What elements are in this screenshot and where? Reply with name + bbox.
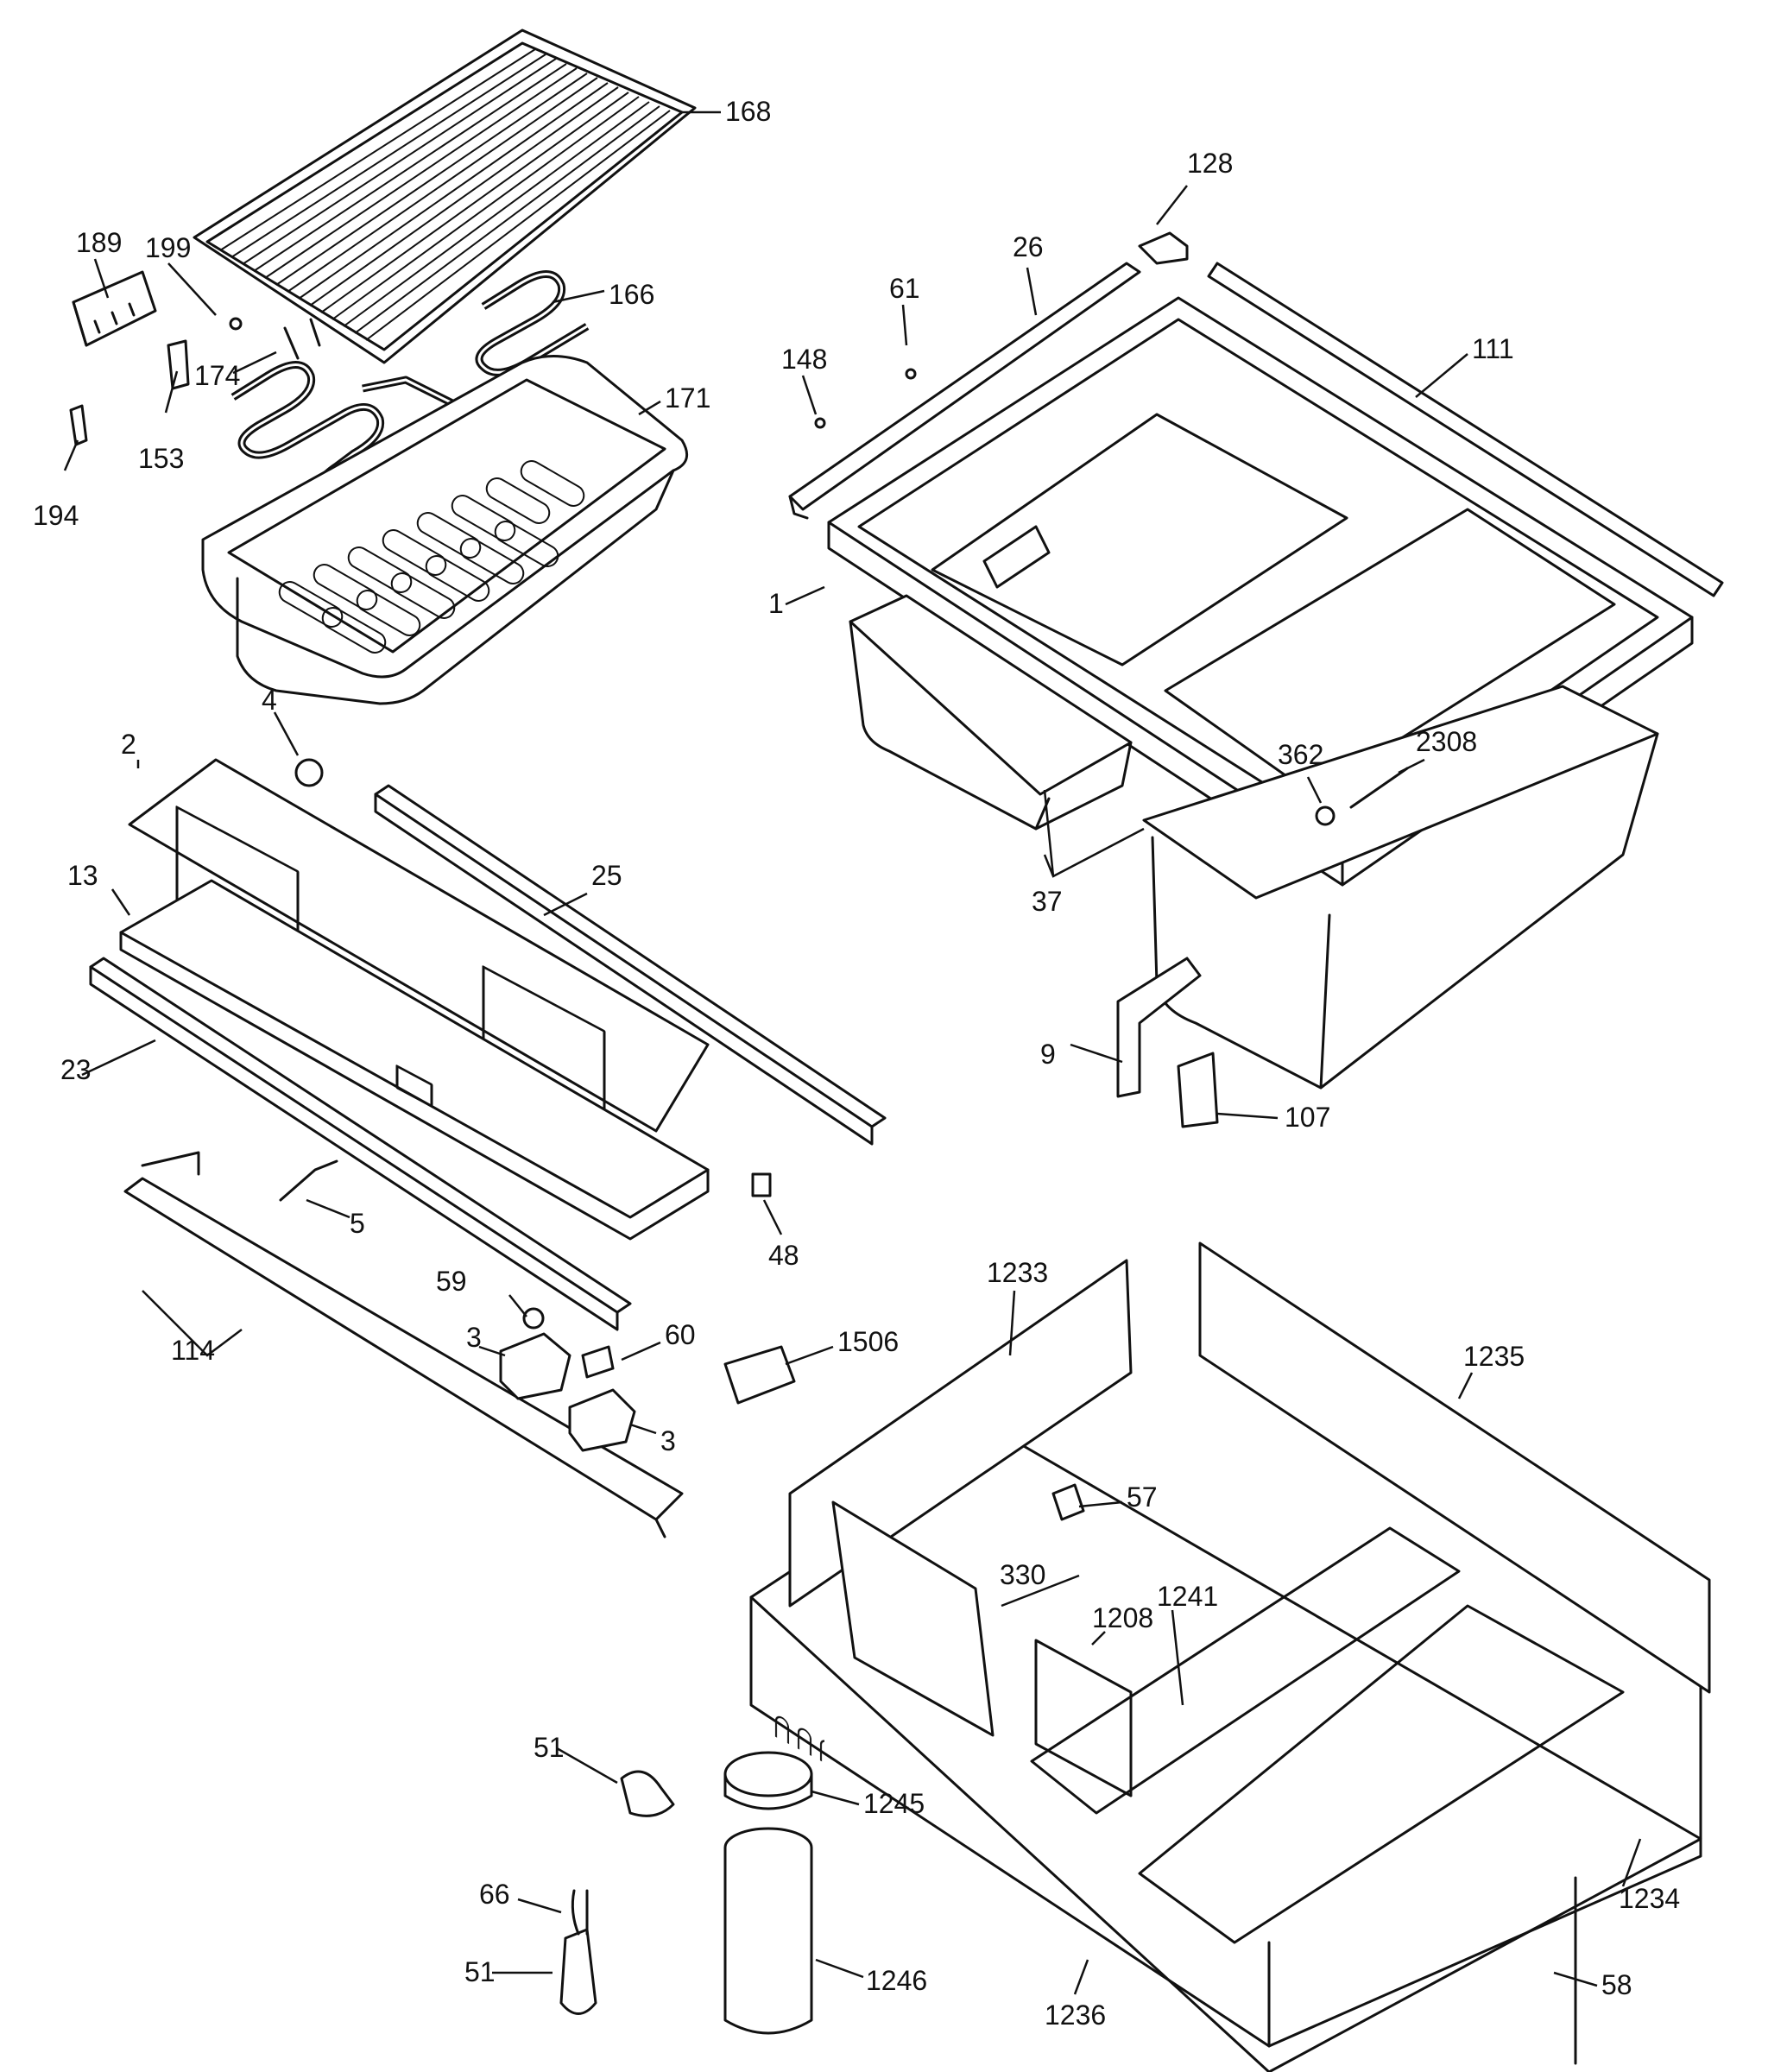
callout-107: 107 [1285, 1102, 1330, 1133]
callout-61: 61 [889, 273, 920, 304]
callout-1245: 1245 [863, 1788, 925, 1819]
leader-lines [63, 111, 1642, 1995]
bowl-left-37 [849, 594, 1133, 831]
panel-13 [119, 879, 710, 1241]
callout-199: 199 [145, 232, 191, 263]
grommet-362 [1315, 805, 1336, 826]
callout-labels: 168 189 199 166 174 153 171 194 128 26 6… [33, 96, 1680, 2031]
rail-25 [374, 784, 887, 1146]
callout-66: 66 [479, 1879, 510, 1910]
callout-166: 166 [609, 279, 654, 310]
callout-60: 60 [665, 1319, 696, 1350]
cap-1245 [723, 1751, 813, 1810]
callout-2308: 2308 [1416, 726, 1477, 757]
jar-1246 [723, 1827, 813, 2035]
callout-59: 59 [436, 1266, 467, 1297]
callout-23: 23 [60, 1054, 92, 1085]
clip-48 [751, 1172, 772, 1197]
screw-2308 [1349, 767, 1409, 809]
callout-13: 13 [67, 860, 98, 891]
screw-199 [229, 317, 243, 331]
cabinet-box [749, 1241, 1711, 2072]
trim-strip-26 [788, 262, 1141, 520]
callout-114: 114 [171, 1335, 215, 1366]
callout-51-upper: 51 [534, 1732, 565, 1763]
callout-189: 189 [76, 227, 122, 258]
callout-3-upper: 3 [466, 1322, 482, 1353]
callout-1235: 1235 [1463, 1341, 1525, 1372]
switch-3a [499, 1332, 571, 1400]
corner-128 [1138, 231, 1189, 265]
callout-51-lower: 51 [464, 1956, 496, 1987]
callout-1234: 1234 [1619, 1883, 1680, 1914]
callout-9: 9 [1040, 1039, 1056, 1070]
switch-3b [568, 1388, 636, 1452]
drip-pan [201, 355, 689, 705]
callout-1246: 1246 [866, 1965, 927, 1996]
callout-2: 2 [121, 729, 136, 760]
bracket-153 [167, 339, 190, 390]
knob-4 [294, 758, 324, 787]
callout-1208: 1208 [1092, 1602, 1153, 1633]
connector-1506 [723, 1345, 796, 1405]
plate-60 [581, 1345, 615, 1379]
callout-111: 111 [1472, 333, 1514, 364]
bowl-right-37 [1142, 685, 1659, 1090]
callout-1506: 1506 [837, 1326, 899, 1357]
connector-194 [69, 404, 88, 446]
bracket-51a [620, 1770, 675, 1817]
rail-23 [89, 957, 632, 1331]
callout-171: 171 [665, 382, 710, 414]
callout-1236: 1236 [1045, 1999, 1106, 2031]
screw-148 [814, 417, 826, 429]
callout-4: 4 [262, 685, 277, 716]
panel-2 [128, 758, 710, 1133]
bracket-114 [123, 1151, 684, 1538]
callout-37: 37 [1032, 886, 1063, 917]
callout-194: 194 [33, 500, 79, 531]
light-59 [522, 1307, 545, 1330]
callout-58: 58 [1601, 1969, 1632, 2000]
sensor-5 [279, 1159, 338, 1202]
grill-grate [193, 28, 697, 364]
callout-1: 1 [768, 588, 784, 619]
callout-48: 48 [768, 1240, 799, 1271]
callout-26: 26 [1013, 231, 1044, 262]
callout-330: 330 [1000, 1559, 1045, 1590]
callout-5: 5 [350, 1208, 365, 1239]
bracket-107 [1177, 1052, 1219, 1128]
callout-362: 362 [1278, 739, 1323, 770]
screw-61 [905, 368, 917, 380]
callout-128: 128 [1187, 148, 1233, 179]
callout-1241: 1241 [1157, 1581, 1218, 1612]
bracket-9 [1116, 957, 1202, 1098]
callout-174: 174 [194, 360, 240, 391]
callout-1233: 1233 [987, 1257, 1048, 1288]
terminal-block-189 [72, 270, 157, 347]
valve-66 [559, 1889, 597, 2015]
callout-3-lower: 3 [660, 1425, 676, 1456]
callout-25: 25 [591, 860, 622, 891]
callout-57: 57 [1127, 1481, 1158, 1513]
trim-strip-111 [1207, 262, 1724, 597]
callout-148: 148 [781, 344, 827, 375]
callout-153: 153 [138, 443, 184, 474]
callout-168: 168 [725, 96, 771, 127]
clip-57 [1051, 1483, 1085, 1521]
